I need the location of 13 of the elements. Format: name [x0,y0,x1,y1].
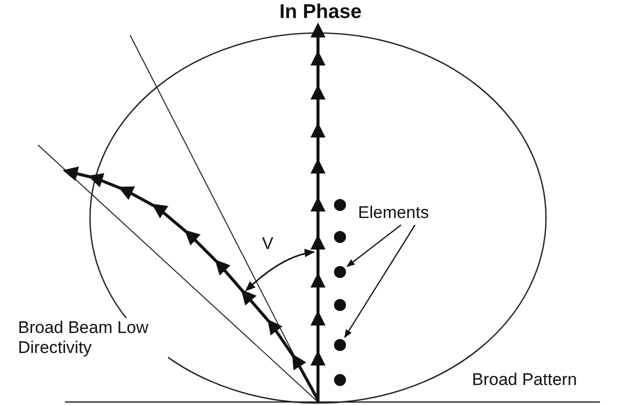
elements-label: Elements [358,203,429,223]
leader-line [344,224,416,338]
beam-label: Broad Beam Low Directivity [18,318,168,358]
diagram-title: In Phase [278,2,363,22]
antenna-element-dot [334,199,346,211]
antenna-element-dot [334,339,346,351]
antenna-element-dot [334,374,346,386]
leader-line [346,224,402,268]
antenna-element-dot [334,299,346,311]
antenna-element-dot [334,266,346,278]
antenna-element-dot [334,231,346,243]
pattern-label: Broad Pattern [472,370,577,390]
angle-label: V [262,234,274,254]
